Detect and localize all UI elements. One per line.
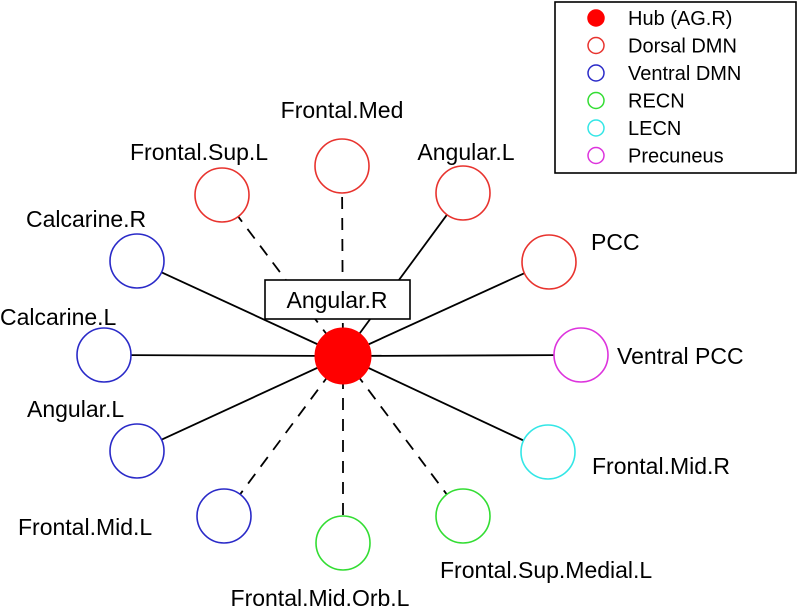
edge-solid: [161, 271, 344, 357]
edge-solid: [342, 272, 525, 357]
edge-dashed: [342, 355, 448, 495]
legend-marker: [587, 146, 605, 165]
node-circle: [521, 234, 577, 290]
legend-marker: [587, 91, 605, 110]
node-label: Frontal.Mid.L: [18, 514, 152, 540]
node-label: Frontal.Sup.L: [130, 139, 268, 165]
node-label: Calcarine.R: [26, 206, 146, 232]
node-label: Frontal.Med: [281, 97, 404, 123]
node-label: Frontal.Sup.Medial.L: [440, 557, 652, 583]
edge-solid: [130, 354, 344, 357]
node-circle: [435, 165, 491, 221]
hub-node: [314, 327, 372, 385]
node-label: Frontal.Mid.Orb.L: [231, 585, 410, 610]
legend-marker: [587, 9, 605, 27]
legend-label: Precuneus: [628, 146, 724, 168]
node-circle: [76, 327, 132, 383]
legend-label: RECN: [628, 91, 685, 113]
node-circle: [194, 167, 250, 223]
node-circle: [553, 327, 609, 383]
legend-marker: [587, 64, 605, 82]
node-label: Angular.L: [27, 396, 124, 422]
hub-label: Angular.R: [286, 287, 387, 313]
legend: Hub (AG.R) Dorsal DMN Ventral DMN RECN LECN P…: [554, 1, 797, 174]
node-label: PCC: [591, 229, 640, 255]
edge-solid: [342, 355, 524, 442]
node-circle: [196, 488, 252, 544]
node-circle: [109, 423, 165, 479]
node-label: Ventral PCC: [617, 343, 744, 369]
node-label: Calcarine.L: [0, 304, 117, 330]
legend-label: Hub (AG.R): [628, 8, 732, 30]
legend-label: Dorsal DMN: [628, 36, 737, 58]
legend-box: [554, 1, 797, 174]
legend-marker: [587, 36, 605, 55]
hub-label-box: [264, 279, 411, 320]
node-circle: [520, 424, 576, 480]
node-circle: [109, 233, 165, 289]
legend-label: Ventral DMN: [628, 63, 741, 85]
node-label: Frontal.Mid.R: [592, 453, 730, 479]
edge-solid: [161, 355, 344, 441]
legend-label: LECN: [628, 118, 681, 140]
node-circle: [314, 138, 370, 194]
node-circle: [435, 488, 491, 544]
edge-solid: [342, 354, 555, 357]
node-label: Angular.L: [417, 139, 514, 165]
edge-dashed: [239, 355, 344, 495]
node-circle: [315, 515, 371, 571]
legend-marker: [587, 119, 605, 137]
